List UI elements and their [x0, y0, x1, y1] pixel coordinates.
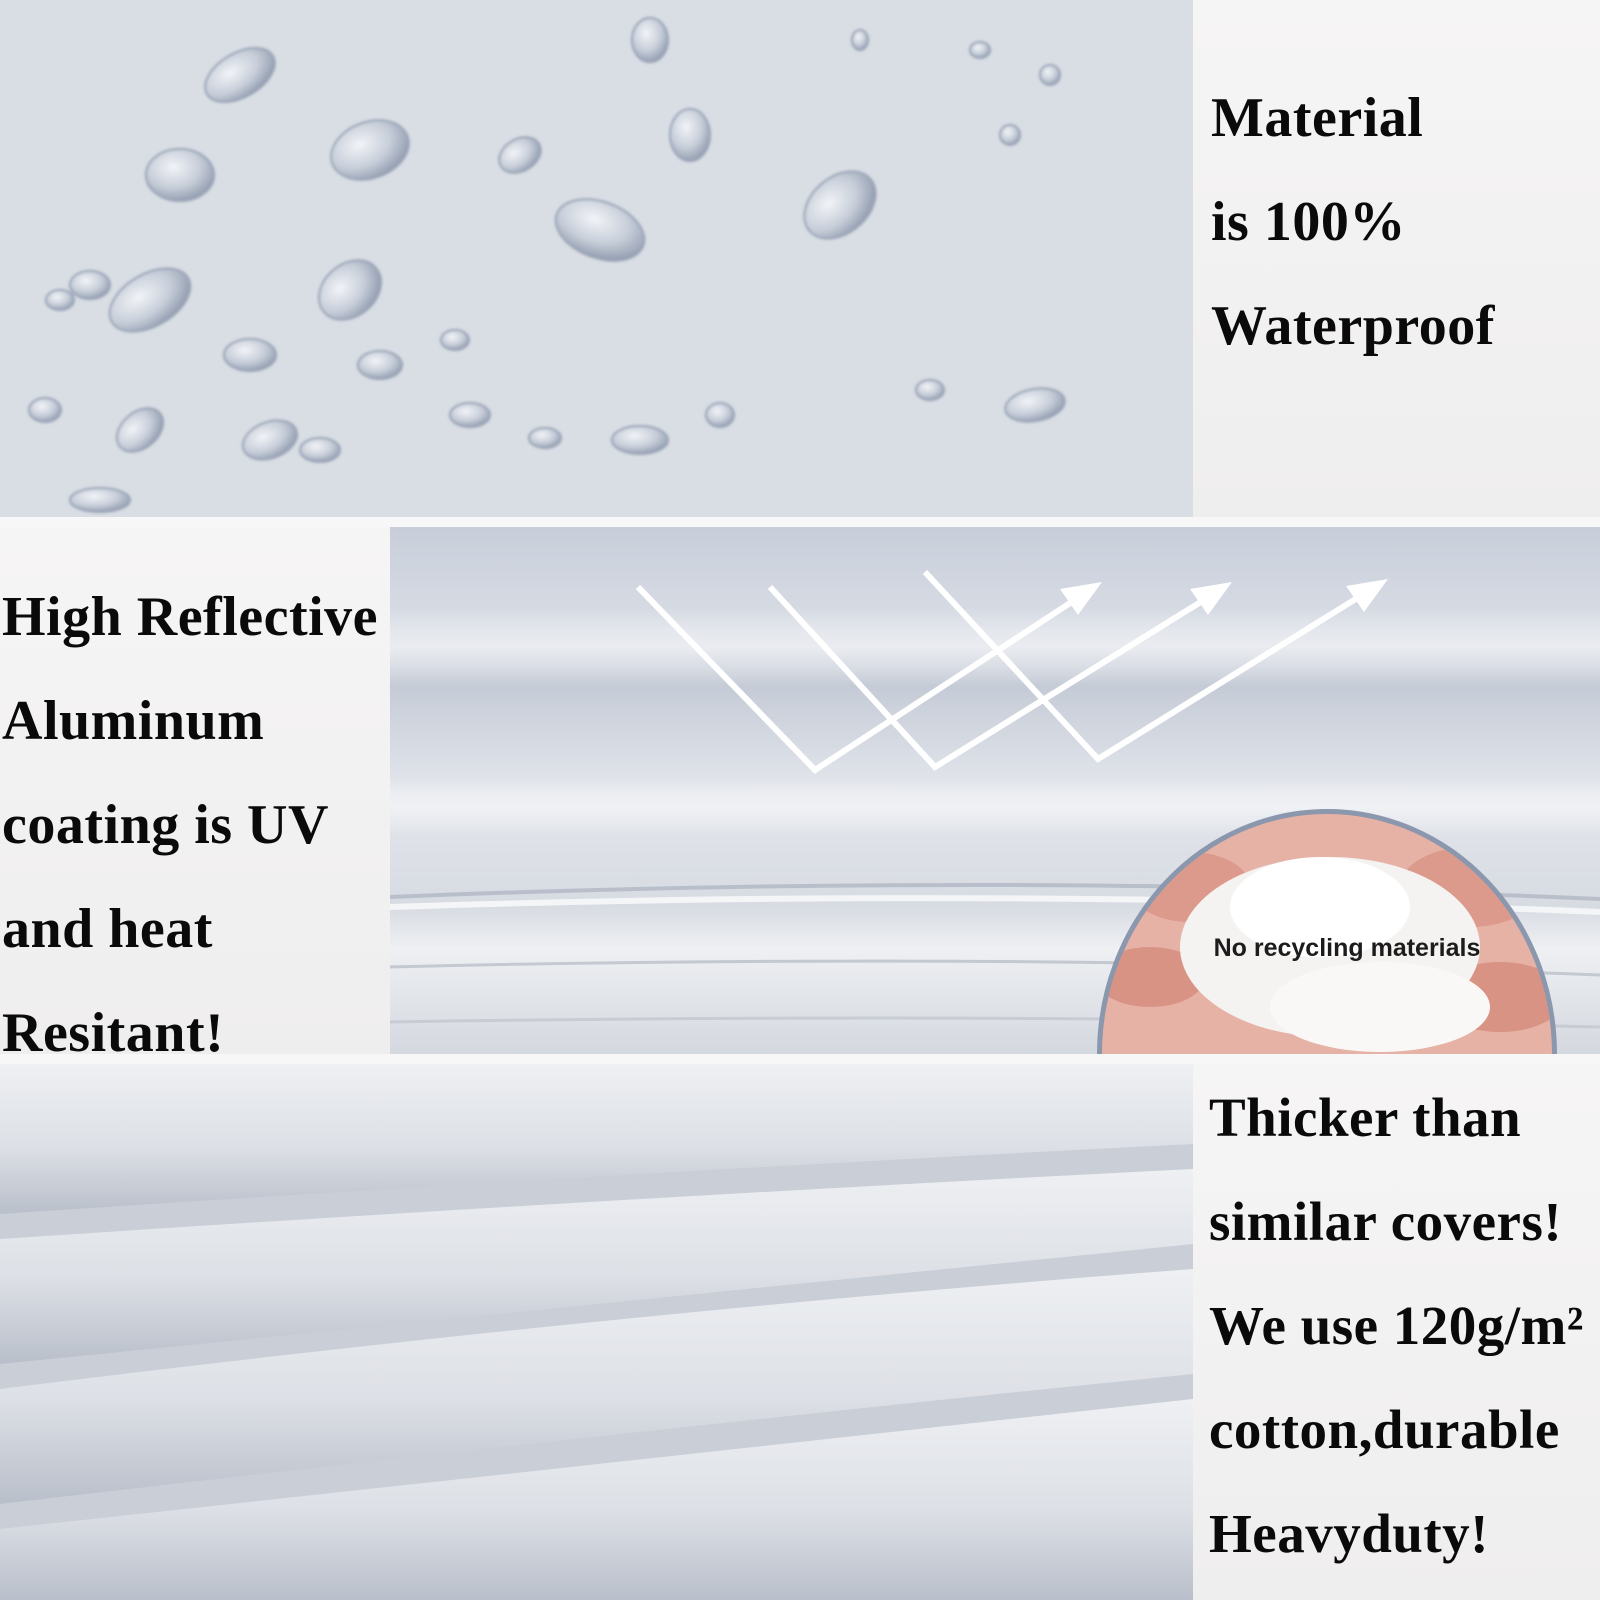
- reflective-caption: High Reflective Aluminum coating is UV a…: [2, 565, 390, 1054]
- water-drop-icon: [528, 427, 562, 449]
- water-drop-icon: [449, 402, 491, 428]
- caption-line: We use 120g/m²: [1209, 1295, 1584, 1356]
- water-drop-icon: [241, 419, 299, 461]
- water-drop-icon: [223, 338, 277, 372]
- caption-line: cotton,durable: [1209, 1399, 1560, 1460]
- water-drop-icon: [669, 108, 711, 162]
- water-drop-icon: [108, 267, 192, 333]
- caption-line: is 100%: [1211, 191, 1406, 253]
- caption-line: Aluminum: [2, 690, 265, 752]
- waterproof-text-panel: Material is 100% Waterproof: [1193, 0, 1600, 517]
- water-drop-icon: [299, 437, 341, 463]
- badge-label: No recycling materials: [1213, 934, 1481, 962]
- divider: [0, 1054, 1600, 1064]
- reflect-arrow-icon: [635, 569, 1377, 774]
- divider: [0, 517, 1600, 527]
- caption-line: High Reflective: [2, 586, 379, 648]
- reflective-fabric-image: [390, 569, 1600, 1054]
- folded-fabric-photo: [0, 1064, 1193, 1600]
- caption-line: Thicker than: [1209, 1087, 1522, 1148]
- thickness-caption: Thicker than similar covers! We use 120g…: [1209, 1066, 1600, 1586]
- water-drop-icon: [318, 259, 382, 321]
- water-drop-icon: [145, 148, 215, 202]
- water-drops-image: [0, 0, 1193, 517]
- water-drop-icon: [631, 17, 669, 63]
- water-drop-icon: [999, 124, 1021, 146]
- waterproof-caption: Material is 100% Waterproof: [1211, 66, 1600, 378]
- water-drop-icon: [204, 47, 276, 103]
- water-drop-icon: [69, 487, 131, 513]
- water-drop-icon: [440, 329, 470, 351]
- caption-line: Waterproof: [1211, 295, 1495, 357]
- reflective-fabric-photo: No recycling materials: [390, 527, 1600, 1054]
- water-drop-icon: [115, 407, 165, 453]
- caption-line: Material: [1211, 87, 1424, 149]
- water-drop-icon: [1039, 64, 1061, 86]
- water-drop-icon: [330, 119, 410, 181]
- water-drop-icon: [357, 350, 403, 380]
- thickness-section: Thicker than similar covers! We use 120g…: [0, 1064, 1600, 1600]
- caption-line: coating is UV: [2, 794, 329, 856]
- caption-line: Heavyduty!: [1209, 1503, 1489, 1564]
- caption-line: similar covers!: [1209, 1191, 1563, 1252]
- water-drop-icon: [1004, 387, 1066, 423]
- water-drop-icon: [69, 270, 111, 300]
- water-drop-icon: [969, 41, 991, 59]
- thickness-text-panel: Thicker than similar covers! We use 120g…: [1193, 1064, 1600, 1600]
- water-drop-icon: [28, 397, 62, 423]
- reflective-section: High Reflective Aluminum coating is UV a…: [0, 527, 1600, 1054]
- water-drop-icon: [45, 289, 75, 311]
- caption-line: Resitant!: [2, 1002, 225, 1054]
- no-recycling-badge: [1097, 809, 1557, 1054]
- reflective-text-panel: High Reflective Aluminum coating is UV a…: [0, 527, 390, 1054]
- arrow-heads: [1060, 579, 1388, 615]
- caption-line: and heat: [2, 898, 213, 960]
- water-drop-icon: [554, 198, 646, 262]
- waterproof-section: Material is 100% Waterproof: [0, 0, 1600, 517]
- water-drop-icon: [915, 379, 945, 401]
- water-drop-icon: [611, 425, 669, 455]
- water-drop-icon: [705, 402, 735, 428]
- water-drop-icon: [803, 170, 877, 240]
- water-drop-icon: [851, 29, 869, 51]
- water-drops-photo: [0, 0, 1193, 517]
- water-drop-icon: [498, 136, 542, 174]
- folded-fabric-image: [0, 1064, 1193, 1600]
